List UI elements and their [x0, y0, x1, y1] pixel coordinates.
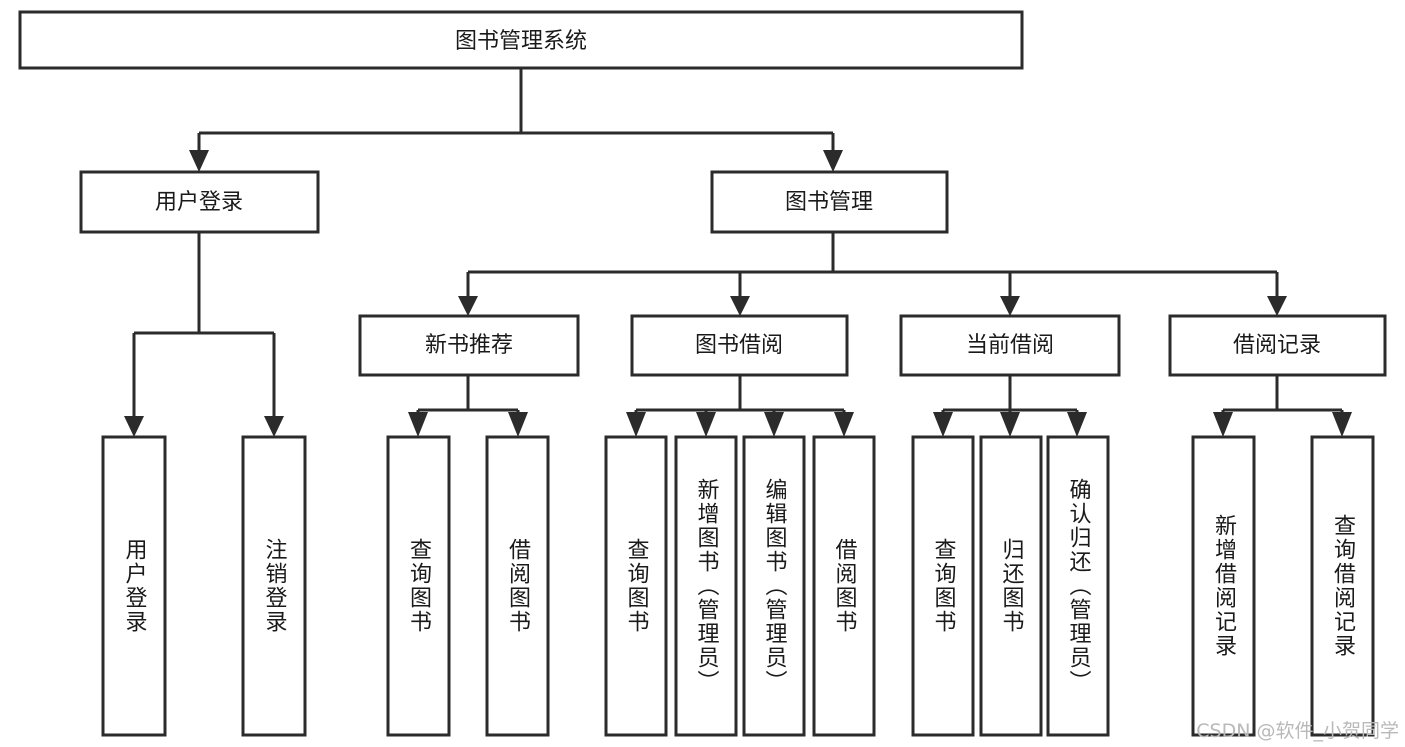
- leaf-nodes-book-borrow: [604, 435, 876, 737]
- leaf-node-user-login-1[interactable]: [241, 435, 307, 737]
- node-user-login[interactable]: 用户登录: [79, 170, 320, 234]
- node-root-label: 图书管理系统: [455, 29, 587, 54]
- leaf-node-current-borrow-0[interactable]: [911, 435, 975, 737]
- node-borrow-record-label: 借阅记录: [1233, 333, 1321, 358]
- leaf-node-new-book-1[interactable]: [485, 435, 550, 737]
- node-current-borrow-label: 当前借阅: [966, 333, 1054, 358]
- node-book-borrow[interactable]: 图书借阅: [630, 314, 849, 377]
- watermark-text: CSDN @软件_小贺同学: [1196, 720, 1399, 742]
- connector-root-to-level2: [189, 68, 843, 172]
- node-current-borrow[interactable]: 当前借阅: [899, 314, 1121, 377]
- connector-borrowrecord-to-leaves: [1213, 375, 1352, 437]
- node-user-login-label: 用户登录: [155, 190, 243, 215]
- node-new-book-recommend[interactable]: 新书推荐: [358, 314, 580, 377]
- leaf-node-new-book-0[interactable]: [386, 435, 451, 737]
- connector-userlogin-to-leaves: [124, 232, 284, 437]
- leaf-node-current-borrow-1[interactable]: [979, 435, 1043, 737]
- leaf-node-book-borrow-3[interactable]: [812, 435, 876, 737]
- connector-bookborrow-to-leaves: [626, 375, 854, 437]
- leaf-nodes-borrow-record: [1191, 435, 1375, 737]
- node-book-manage-label: 图书管理: [785, 190, 873, 215]
- leaf-node-user-login-0[interactable]: [101, 435, 167, 737]
- leaf-node-book-borrow-1[interactable]: [674, 435, 738, 737]
- connector-newbook-to-leaves: [408, 375, 528, 437]
- leaf-node-book-borrow-0[interactable]: [604, 435, 668, 737]
- leaf-nodes-user-login: [101, 435, 307, 737]
- leaf-node-book-borrow-2[interactable]: [742, 435, 806, 737]
- connector-currentborrow-to-leaves: [933, 375, 1087, 437]
- leaf-nodes-current-borrow: [911, 435, 1110, 737]
- leaf-nodes-new-book-recommend: [386, 435, 550, 737]
- leaf-node-current-borrow-2[interactable]: [1046, 435, 1110, 737]
- node-book-borrow-label: 图书借阅: [695, 333, 783, 358]
- node-new-book-recommend-label: 新书推荐: [425, 333, 513, 358]
- leaf-node-borrow-record-1[interactable]: [1310, 435, 1375, 737]
- node-root[interactable]: 图书管理系统: [18, 10, 1024, 70]
- connector-bookmanage-to-level3: [458, 232, 1287, 316]
- node-borrow-record[interactable]: 借阅记录: [1168, 314, 1387, 377]
- leaf-node-borrow-record-0[interactable]: [1191, 435, 1256, 737]
- node-book-manage[interactable]: 图书管理: [710, 170, 949, 234]
